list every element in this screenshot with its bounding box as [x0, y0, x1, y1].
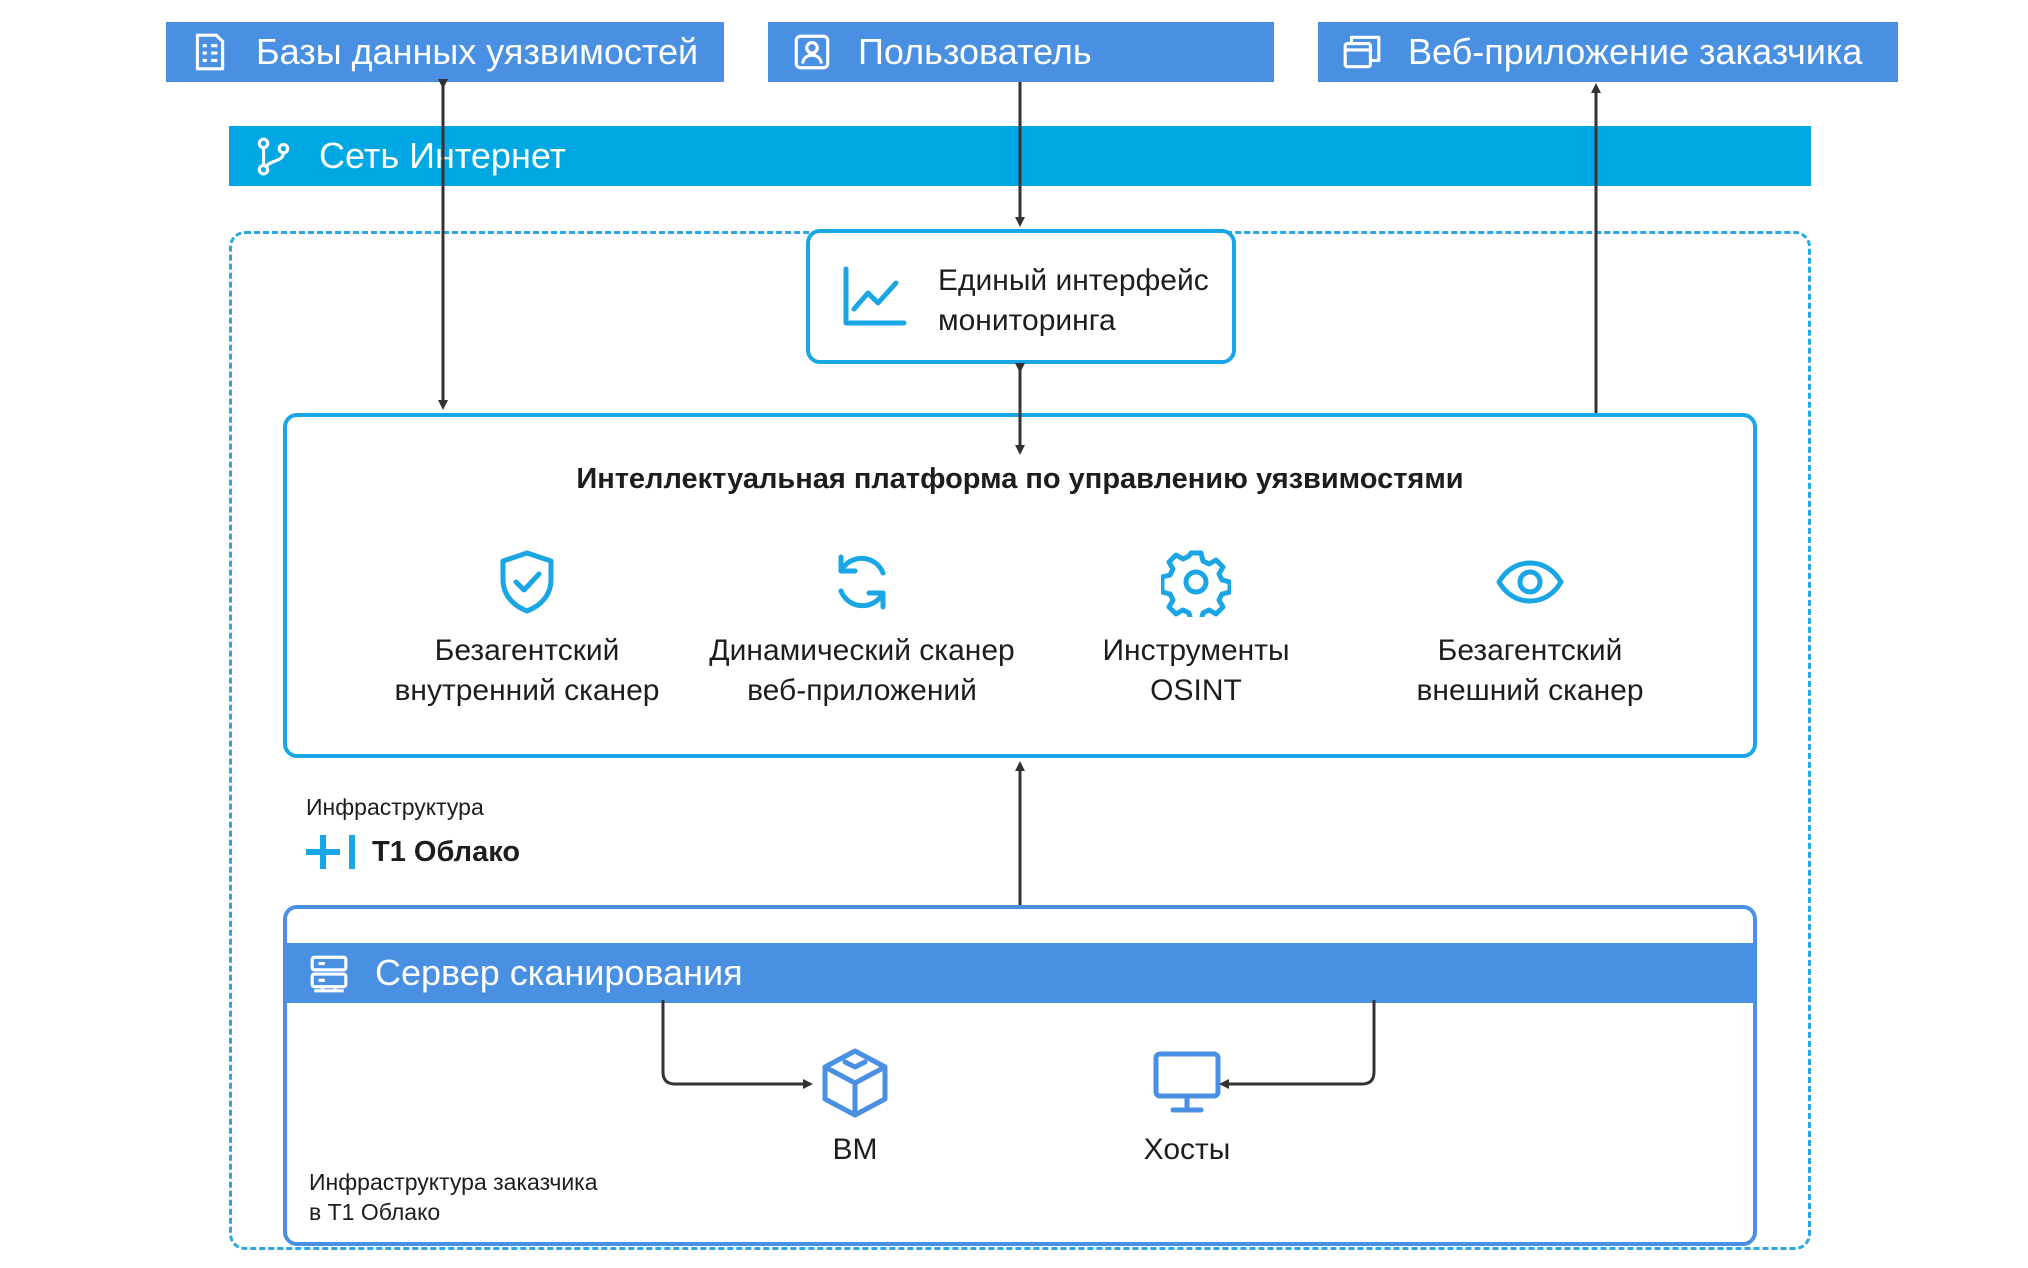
- server-icon: [307, 951, 351, 995]
- feature-osint-line1: Инструменты: [1102, 634, 1290, 667]
- network-branch-icon: [251, 134, 295, 178]
- feature-dynamic-line1: Динамический сканер: [709, 634, 1015, 667]
- feature-internal-line2: внутренний сканер: [394, 674, 660, 707]
- browser-windows-icon: [1340, 30, 1384, 74]
- platform-title: Интеллектуальная платформа по управлению…: [576, 463, 1464, 495]
- vuln-db-box: Базы данных уязвимостей: [166, 22, 724, 82]
- t1-plus-logo-icon: [306, 834, 362, 870]
- line-chart-icon: [840, 265, 908, 329]
- t1-logo: T1 Облако: [306, 832, 520, 872]
- feature-osint-line2: OSINT: [1150, 674, 1242, 707]
- user-icon: [790, 30, 834, 74]
- customer-infra-card: Сервер сканирования ВМ Хосты Инфраструкт…: [283, 905, 1757, 1246]
- t1-logo-text: T1 Облако: [372, 835, 521, 868]
- feature-internal-line1: Безагентский: [434, 634, 620, 667]
- feature-osint: Инструменты OSINT: [1016, 547, 1376, 711]
- monitoring-title-line1: Единый интерфейс: [938, 264, 1209, 297]
- customer-infra-line1: Инфраструктура заказчика: [309, 1169, 598, 1195]
- feature-dynamic-line2: веб-приложений: [747, 674, 977, 707]
- cube-icon: [819, 1047, 891, 1119]
- webapp-box: Веб-приложение заказчика: [1318, 22, 1898, 82]
- feature-external-scanner: Безагентский внешний сканер: [1350, 547, 1710, 711]
- monitoring-card: Единый интерфейс мониторинга: [806, 229, 1236, 364]
- feature-external-line1: Безагентский: [1437, 634, 1623, 667]
- scan-server-bar: Сервер сканирования: [287, 943, 1753, 1003]
- monitoring-title-line2: мониторинга: [938, 304, 1116, 337]
- feature-internal-scanner: Безагентский внутренний сканер: [347, 547, 707, 711]
- monitor-icon: [1151, 1049, 1223, 1115]
- vm-label: ВМ: [832, 1133, 878, 1166]
- infra-caption: Инфраструктура: [306, 794, 484, 820]
- vuln-db-label: Базы данных уязвимостей: [256, 31, 699, 72]
- refresh-icon: [827, 547, 897, 617]
- platform-card: Интеллектуальная платформа по управлению…: [283, 413, 1757, 758]
- hosts-label: Хосты: [1143, 1133, 1231, 1166]
- customer-infra-caption: Инфраструктура заказчика в T1 Облако: [309, 1167, 598, 1227]
- gear-icon: [1159, 547, 1233, 624]
- user-label: Пользователь: [858, 31, 1092, 72]
- internet-bar: Сеть Интернет: [229, 126, 1811, 186]
- user-box: Пользователь: [768, 22, 1274, 82]
- feature-external-line2: внешний сканер: [1416, 674, 1644, 707]
- internet-label: Сеть Интернет: [319, 135, 567, 176]
- customer-infra-line2: в T1 Облако: [309, 1199, 441, 1225]
- webapp-label: Веб-приложение заказчика: [1408, 31, 1863, 72]
- eye-icon: [1495, 547, 1565, 617]
- scan-server-label: Сервер сканирования: [375, 952, 743, 993]
- feature-dynamic-scanner: Динамический сканер веб-приложений: [682, 547, 1042, 711]
- shield-check-icon: [492, 547, 562, 617]
- database-report-icon: [188, 30, 232, 74]
